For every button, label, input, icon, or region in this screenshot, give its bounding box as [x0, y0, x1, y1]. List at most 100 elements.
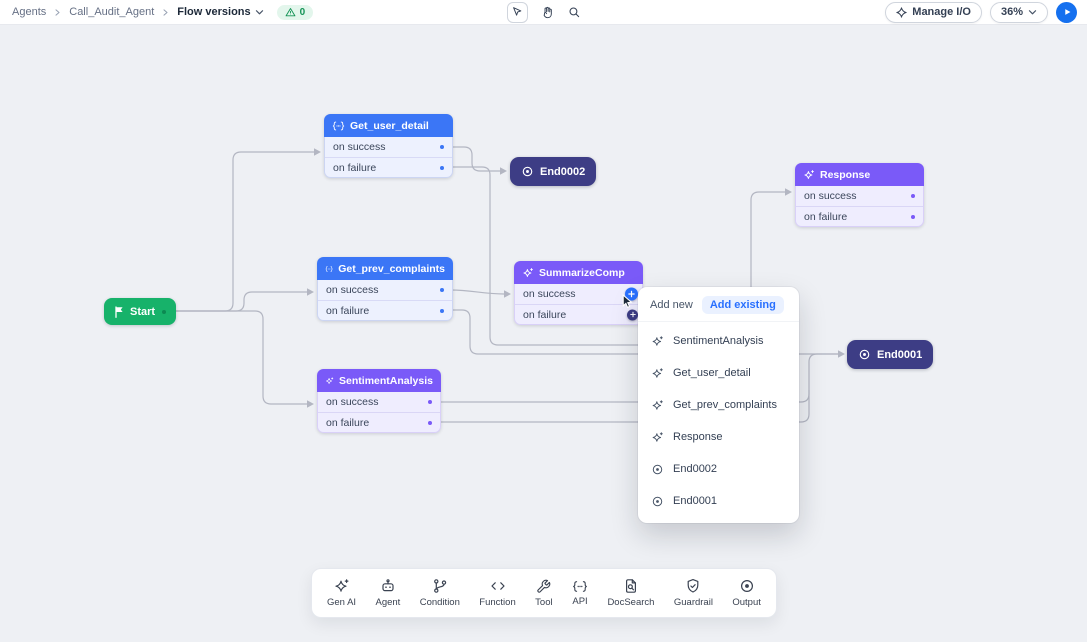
canvas-tools: [506, 1, 581, 23]
add-node-button[interactable]: [625, 287, 638, 301]
node-title: Start: [130, 305, 156, 318]
tool-icon: [537, 579, 551, 593]
sparkle-icon: [652, 335, 663, 346]
output-icon: [740, 579, 753, 593]
port-on-failure[interactable]: on failure: [318, 300, 452, 320]
palette-item-docsearch[interactable]: DocSearch: [607, 578, 654, 608]
add-node-popup: Add new Add existing SentimentAnalysis G…: [638, 287, 799, 523]
port-handle[interactable]: [428, 400, 432, 404]
popup-item-label: Response: [673, 431, 723, 443]
flow-canvas[interactable]: [0, 25, 1087, 642]
chevron-down-icon: [255, 9, 263, 14]
zoom-select[interactable]: 36%: [989, 1, 1048, 23]
port-label: on failure: [326, 304, 370, 317]
node-end0001[interactable]: End0001: [847, 340, 934, 369]
node-title: Response: [820, 168, 871, 181]
tab-add-existing[interactable]: Add existing: [701, 296, 784, 314]
port-label: on failure: [333, 161, 377, 174]
palette-item-label: Condition: [419, 597, 460, 608]
chevron-right-icon: [163, 8, 168, 16]
port-on-success[interactable]: on success: [325, 137, 452, 157]
popup-tabs: Add new Add existing: [638, 294, 799, 322]
warning-badge[interactable]: 0: [276, 4, 314, 20]
guardrail-icon: [687, 579, 699, 593]
node-title: SentimentAnalysis: [339, 374, 433, 387]
palette-item-label: API: [572, 595, 588, 607]
palette-item-guardrail[interactable]: Guardrail: [674, 578, 713, 608]
node-response[interactable]: Response on success on failure: [795, 163, 924, 227]
breadcrumb-agents[interactable]: Agents: [12, 6, 47, 18]
breadcrumb-flow-versions[interactable]: Flow versions: [177, 6, 263, 18]
palette-item-label: Agent: [375, 597, 401, 608]
agent-icon: [382, 579, 394, 592]
port-label: on success: [523, 288, 576, 300]
chevron-down-icon: [1028, 9, 1037, 14]
palette-item-label: Tool: [535, 596, 553, 608]
port-handle[interactable]: [440, 165, 444, 170]
breadcrumb: Agents Call_Audit_Agent Flow versions 0: [0, 4, 314, 20]
palette-item-api[interactable]: API: [572, 580, 588, 607]
node-title: End0002: [540, 165, 586, 178]
pointer-tool-button[interactable]: [506, 1, 528, 23]
topbar: Agents Call_Audit_Agent Flow versions 0 …: [0, 0, 1087, 25]
port-handle[interactable]: [440, 145, 444, 149]
port-label: on success: [333, 141, 386, 153]
node-get-prev-complaints[interactable]: Get_prev_complaints on success on failur…: [317, 257, 453, 321]
sparkle-icon: [652, 399, 663, 410]
port-on-success[interactable]: on success: [318, 280, 452, 300]
tab-add-new[interactable]: Add new: [650, 299, 693, 311]
node-sentiment-analysis[interactable]: SentimentAnalysis on success on failure: [317, 369, 441, 433]
breadcrumb-call-audit-agent[interactable]: Call_Audit_Agent: [69, 6, 155, 18]
node-start[interactable]: Start: [104, 298, 177, 325]
search-tool-button[interactable]: [568, 6, 581, 19]
plus-icon: [629, 311, 636, 318]
node-end0002[interactable]: End0002: [510, 157, 597, 186]
warning-count: 0: [299, 6, 306, 18]
port-handle[interactable]: [440, 308, 444, 313]
popup-item-sentiment-analysis[interactable]: SentimentAnalysis: [638, 325, 799, 357]
api-icon: [573, 580, 587, 592]
port-on-failure[interactable]: on failure: [325, 157, 452, 177]
node-title: Get_prev_complaints: [338, 262, 445, 275]
manage-io-button[interactable]: Manage I/O: [885, 1, 982, 23]
port-on-success[interactable]: on success: [796, 186, 923, 206]
node-get-user-detail[interactable]: Get_user_detail on success on failure: [324, 114, 453, 178]
palette-item-function[interactable]: Function: [479, 578, 516, 608]
output-port[interactable]: [162, 309, 167, 314]
port-handle[interactable]: [911, 194, 915, 198]
port-label: on failure: [326, 416, 370, 429]
port-handle[interactable]: [911, 214, 915, 219]
popup-item-get-prev-complaints[interactable]: Get_prev_complaints: [638, 389, 799, 421]
add-node-button[interactable]: [627, 309, 638, 320]
popup-item-end0002[interactable]: End0002: [638, 453, 799, 485]
search-icon: [569, 7, 579, 17]
port-handle[interactable]: [440, 288, 444, 292]
node-title: End0001: [877, 348, 923, 361]
palette-item-agent[interactable]: Agent: [375, 578, 400, 608]
node-summarize-comp[interactable]: SummarizeComp on success on failure: [514, 261, 643, 325]
end-icon: [522, 166, 533, 177]
node-title: SummarizeComp: [539, 266, 625, 279]
port-on-failure[interactable]: on failure: [318, 412, 440, 432]
palette-item-condition[interactable]: Condition: [420, 578, 460, 608]
port-on-failure[interactable]: on failure: [796, 206, 923, 226]
port-on-success[interactable]: on success: [318, 392, 440, 412]
palette-item-gen-ai[interactable]: Gen AI: [327, 578, 356, 608]
port-label: on success: [326, 396, 379, 408]
chevron-right-icon: [55, 8, 60, 16]
sparkles-icon: [804, 169, 814, 179]
topbar-right: Manage I/O 36%: [885, 1, 1087, 23]
port-on-failure[interactable]: on failure: [515, 304, 642, 324]
popup-item-label: Get_user_detail: [673, 367, 751, 379]
palette-item-output[interactable]: Output: [732, 578, 761, 608]
popup-item-response[interactable]: Response: [638, 421, 799, 453]
popup-item-label: End0002: [673, 463, 718, 475]
palette-item-tool[interactable]: Tool: [535, 579, 553, 608]
run-button[interactable]: [1056, 1, 1077, 23]
port-handle[interactable]: [428, 420, 432, 425]
port-on-success[interactable]: on success: [515, 284, 642, 304]
palette-item-label: Gen AI: [327, 597, 357, 608]
pan-tool-button[interactable]: [541, 5, 555, 19]
popup-item-get-user-detail[interactable]: Get_user_detail: [638, 357, 799, 389]
popup-item-end0001[interactable]: End0001: [638, 485, 799, 517]
